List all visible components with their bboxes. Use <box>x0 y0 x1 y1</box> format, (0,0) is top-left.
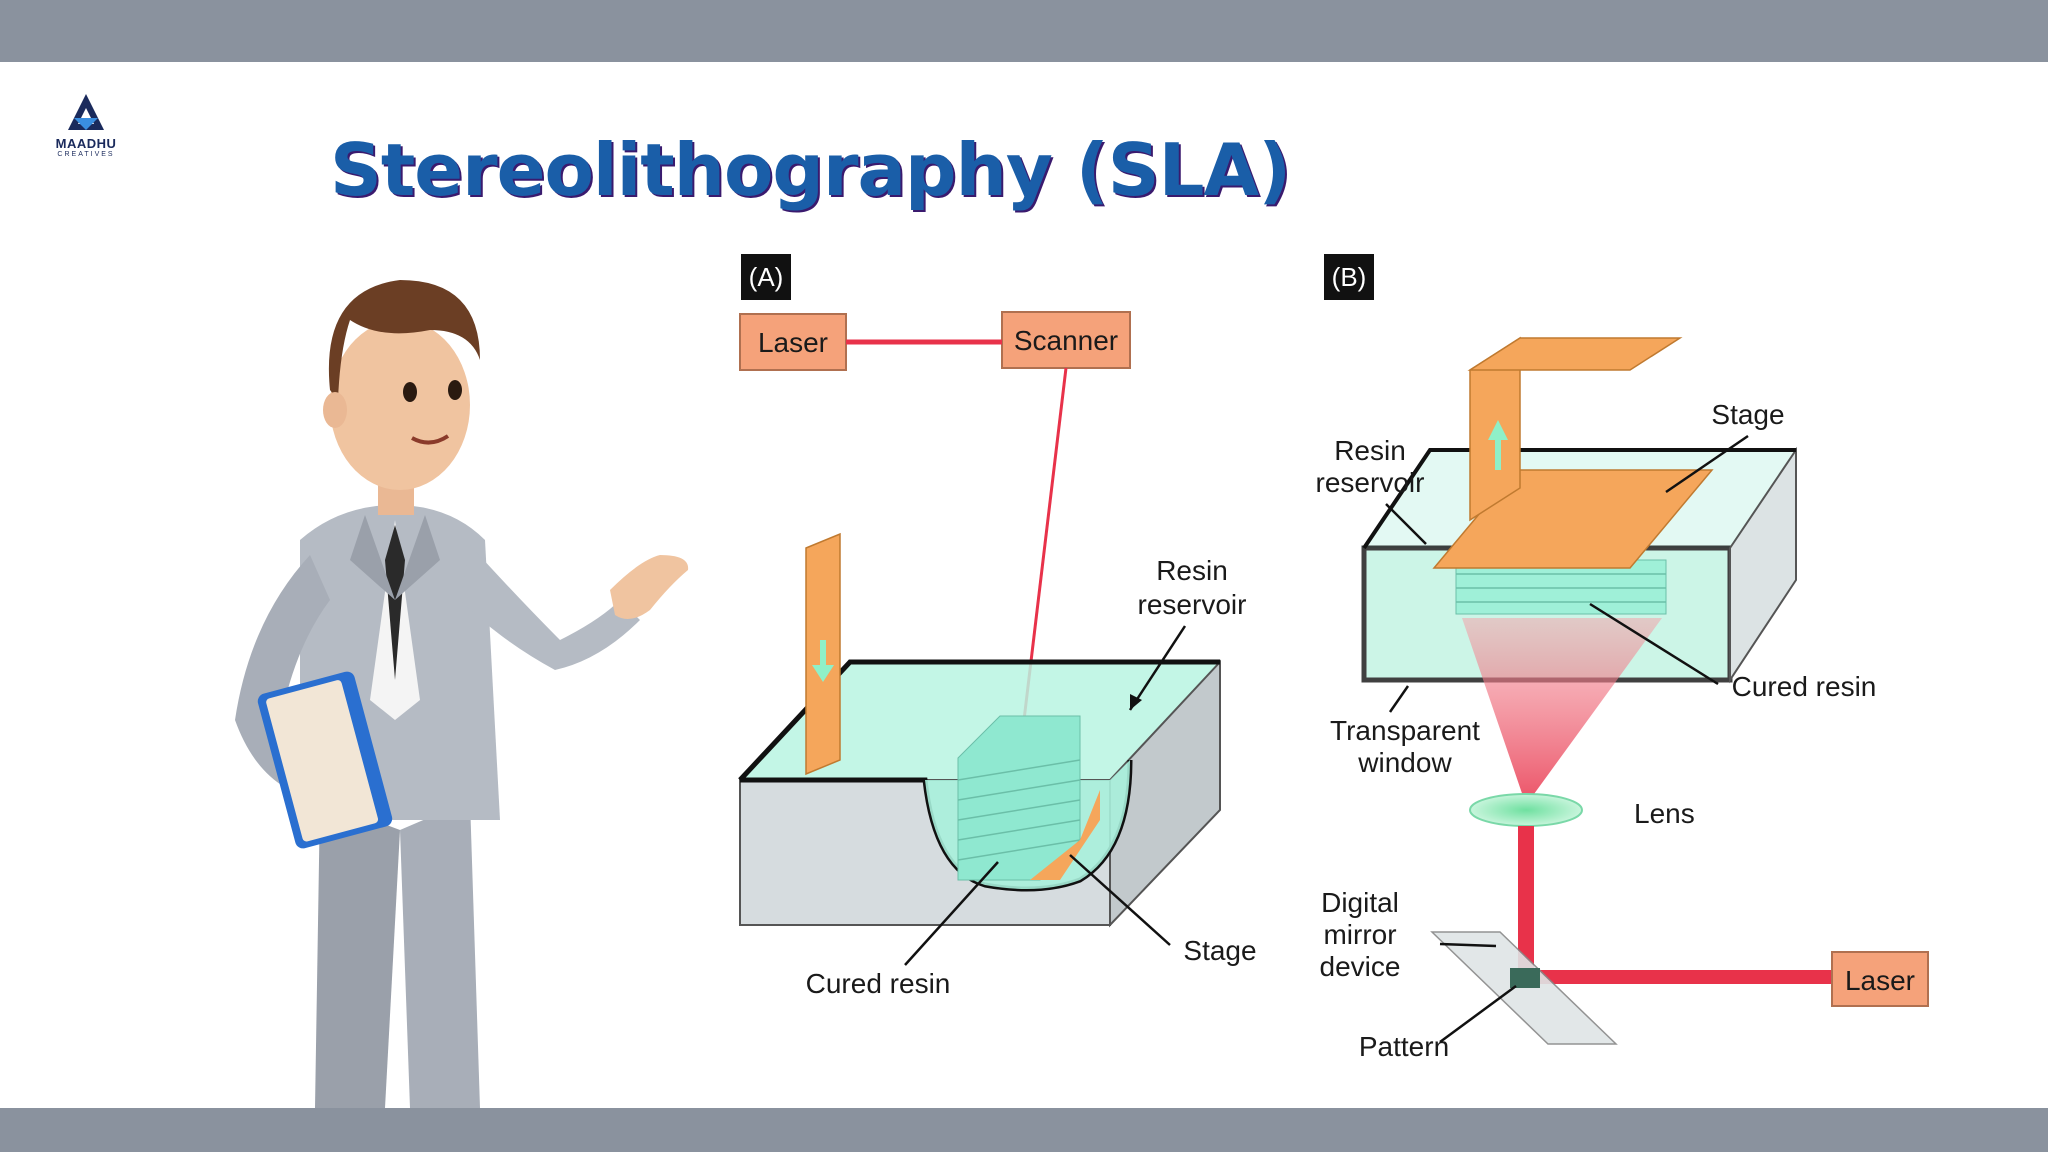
page-title: Stereolithography (SLA) <box>330 128 1291 212</box>
transparent-window-l1: Transparent <box>1330 715 1480 746</box>
lens-label: Lens <box>1634 798 1695 829</box>
laser-label-a: Laser <box>758 327 828 358</box>
lens-shape <box>1469 793 1583 827</box>
dmd-l3: device <box>1320 951 1401 982</box>
scanner-box <box>1001 311 1131 369</box>
panel-b-badge <box>1324 254 1374 300</box>
logo-name: MAADHU <box>55 136 117 151</box>
pattern-label: Pattern <box>1359 1031 1449 1062</box>
logo-mark-icon <box>68 94 104 130</box>
laser-label-b: Laser <box>1845 965 1915 996</box>
transparent-window-l2: window <box>1357 747 1452 778</box>
dmd-l1: Digital <box>1321 887 1399 918</box>
diagram-b: (B) Laser Stage Resin reservoir Cured re… <box>1316 254 1929 1062</box>
panel-a-badge <box>741 254 791 300</box>
resin-reservoir-a-l1: Resin <box>1156 555 1228 586</box>
cured-resin-a: Cured resin <box>806 968 951 999</box>
presenter-illustration <box>235 280 689 1108</box>
scanner-label: Scanner <box>1014 325 1118 356</box>
panel-b-label: (B) <box>1332 262 1367 292</box>
resin-reservoir-a-l2: reservoir <box>1138 589 1247 620</box>
logo-sub: CREATIVES <box>57 151 115 158</box>
dmd-l2: mirror <box>1323 919 1396 950</box>
laser-box-a <box>739 313 847 371</box>
laser-box-b <box>1831 951 1929 1007</box>
bottom-bar <box>0 1108 2048 1152</box>
stage-b: Stage <box>1711 399 1784 430</box>
maadhu-logo: MAADHU CREATIVES <box>38 90 134 162</box>
panel-a-label: (A) <box>749 262 784 292</box>
resin-reservoir-b-l1: Resin <box>1334 435 1406 466</box>
resin-reservoir-b-l2: reservoir <box>1316 467 1425 498</box>
diagram-a: (A) Laser Scanner Resin reservoir Cured … <box>738 254 1257 999</box>
stage-a: Stage <box>1183 935 1256 966</box>
top-bar <box>0 0 2048 62</box>
cured-resin-b: Cured resin <box>1732 671 1877 702</box>
